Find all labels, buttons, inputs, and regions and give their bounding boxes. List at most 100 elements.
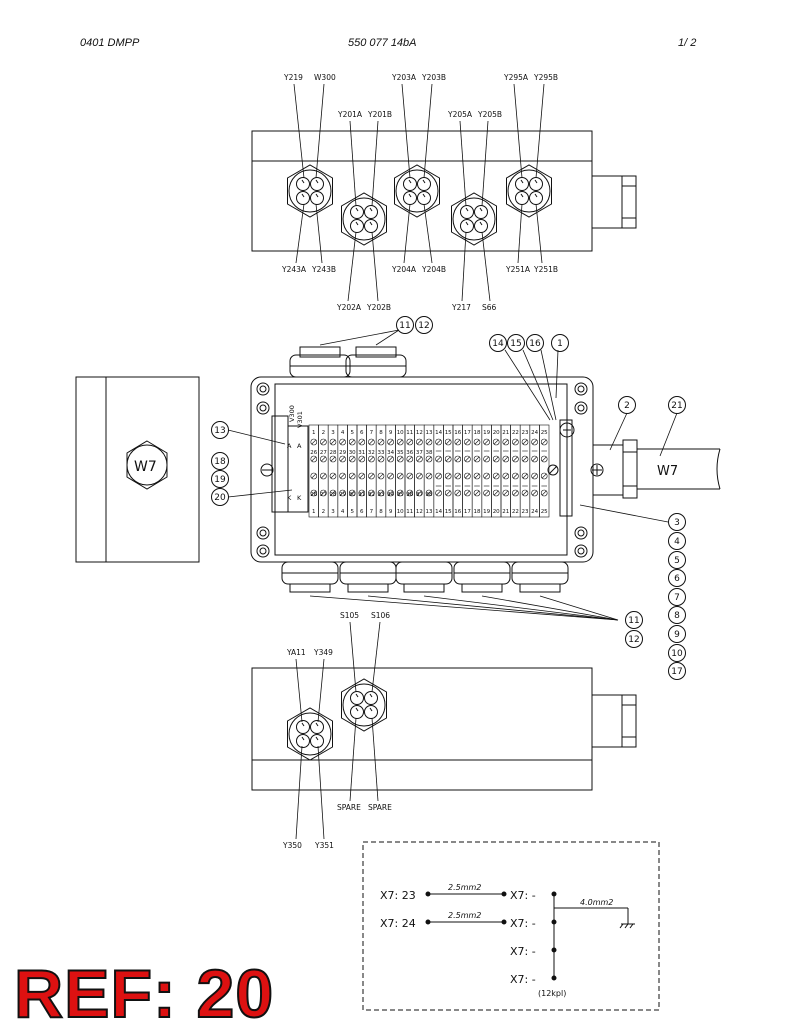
terminal-number-secondary: 35 — [397, 492, 404, 498]
wiring-note: (12kpl) — [538, 989, 566, 998]
label-y204b: Y204B — [421, 265, 446, 274]
callout-13: 13 — [211, 421, 229, 439]
terminal-number-secondary: 38 — [426, 492, 433, 498]
terminal-number-secondary: 32 — [368, 450, 375, 456]
svg-text:4: 4 — [674, 537, 680, 547]
terminal-number: 4 — [341, 430, 345, 436]
terminal-number-secondary: 33 — [378, 450, 385, 456]
terminal-number-secondary: 37 — [416, 492, 423, 498]
mount-hole — [574, 382, 588, 396]
callout-7: 7 — [668, 588, 686, 606]
svg-text:20: 20 — [214, 493, 226, 503]
label-spare-1: SPARE — [337, 803, 361, 812]
label-y201b: Y201B — [367, 110, 392, 119]
terminal-number: 18 — [474, 509, 481, 515]
svg-text:11: 11 — [399, 321, 410, 331]
terminal-number: 24 — [531, 430, 538, 436]
label-y351: Y351 — [314, 841, 334, 850]
terminal-number: 23 — [522, 509, 529, 515]
label-v301: V301 — [296, 411, 304, 428]
callout-2: 2 — [618, 396, 636, 414]
terminal-number: 2 — [322, 509, 326, 515]
label-y202a: Y202A — [336, 303, 362, 312]
terminal-number-secondary: 27 — [320, 450, 327, 456]
terminal-number: 21 — [502, 509, 509, 515]
callout-4: 4 — [668, 532, 686, 550]
terminal-number: 10 — [397, 509, 404, 515]
box-bottom-gland — [281, 561, 339, 593]
svg-text:13: 13 — [214, 426, 225, 436]
wire-from-2: X7: 24 — [380, 917, 416, 930]
callout-8: 8 — [668, 606, 686, 624]
callout-14: 14 — [489, 334, 507, 352]
callout-11: 11 — [625, 611, 643, 629]
label-y295a: Y295A — [503, 73, 529, 82]
terminal-number: 11 — [406, 509, 413, 515]
letter-k2: K — [297, 494, 302, 502]
svg-text:3: 3 — [674, 518, 680, 528]
terminal-number-secondary: 28 — [330, 450, 337, 456]
label-y349: Y349 — [313, 648, 333, 657]
callout-12: 12 — [625, 630, 643, 648]
label-y251b: Y251B — [533, 265, 558, 274]
terminal-number: 19 — [483, 430, 490, 436]
terminal-number: 1 — [312, 509, 316, 515]
terminal-number: 9 — [389, 509, 393, 515]
label-y243a: Y243A — [281, 265, 307, 274]
gland-top-4 — [451, 192, 497, 246]
wire-to-2: X7: - — [510, 917, 536, 930]
callout-10: 10 — [668, 644, 686, 662]
box-bottom-gland — [395, 561, 453, 593]
header-page: 1/ 2 — [678, 37, 697, 49]
gland-top-2 — [341, 192, 387, 246]
terminal-number-secondary: 26 — [310, 492, 317, 498]
bottom-view — [251, 667, 637, 791]
wire-to-4: X7: - — [510, 973, 536, 986]
terminal-number: 11 — [406, 430, 413, 436]
label-ya11: YA11 — [286, 648, 306, 657]
mount-hole — [256, 382, 270, 396]
label-y295b: Y295B — [533, 73, 558, 82]
terminal-number-secondary: 29 — [339, 450, 346, 456]
terminal-number: 14 — [435, 509, 442, 515]
box-top-gland — [345, 346, 407, 378]
callout-6: 6 — [668, 569, 686, 587]
svg-text:16: 16 — [529, 339, 541, 349]
terminal-number: 17 — [464, 430, 471, 436]
callout-19: 19 — [211, 470, 229, 488]
terminal-number: 5 — [350, 430, 354, 436]
gland-top-1 — [287, 164, 333, 218]
label-y204a: Y204A — [391, 265, 417, 274]
terminal-number: 24 — [531, 509, 538, 515]
label-y203b: Y203B — [421, 73, 446, 82]
terminal-number: 7 — [370, 430, 374, 436]
svg-text:12: 12 — [628, 635, 639, 645]
svg-text:2: 2 — [624, 401, 630, 411]
callout-20: 20 — [211, 488, 229, 506]
terminal-number: 22 — [512, 509, 519, 515]
terminal-number-secondary: 35 — [397, 450, 404, 456]
label-s106: S106 — [371, 611, 390, 620]
label-y205b: Y205B — [477, 110, 502, 119]
terminal-number-secondary: 37 — [416, 450, 423, 456]
header-doc-code: 0401 DMPP — [80, 37, 140, 49]
callout-12: 12 — [415, 316, 433, 334]
terminal-number: 1 — [312, 430, 316, 436]
label-s105: S105 — [340, 611, 359, 620]
mount-hole — [256, 401, 270, 415]
svg-text:8: 8 — [674, 611, 680, 621]
wire-size-1: 2.5mm2 — [448, 883, 481, 892]
